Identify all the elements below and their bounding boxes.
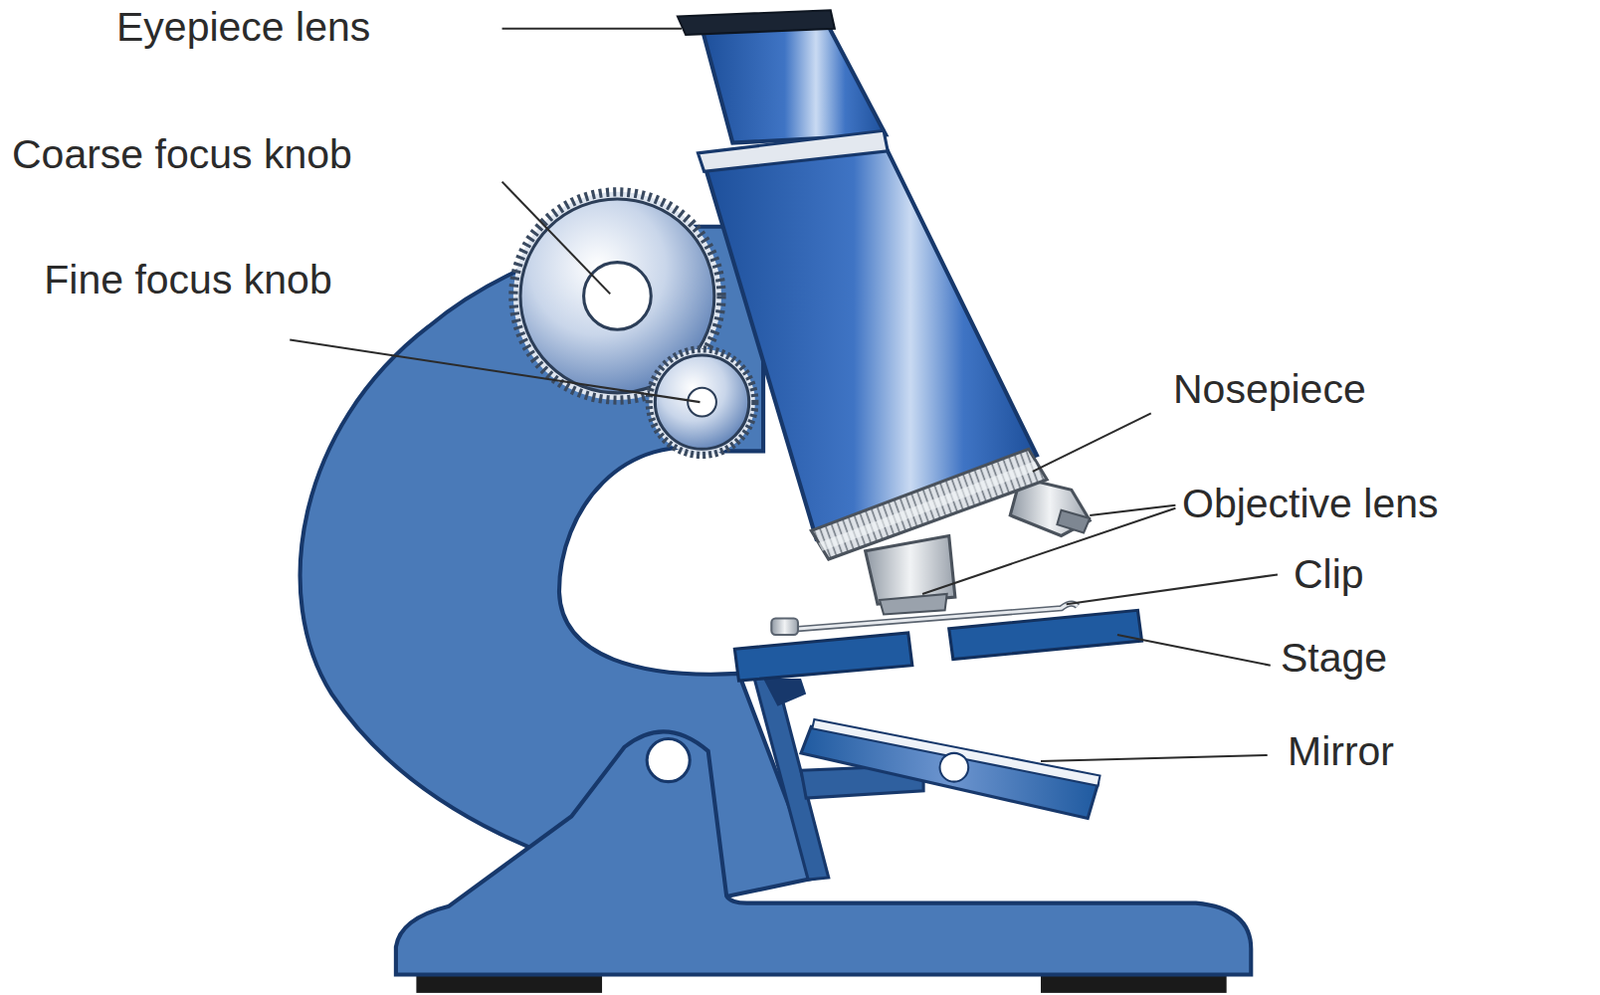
- mirror-surface: [811, 719, 1100, 787]
- part-label: Coarse focus knob: [11, 131, 353, 179]
- knob-hub: [687, 388, 717, 417]
- stage-bracket: [763, 678, 806, 707]
- knob-hub: [584, 262, 652, 331]
- part-label: Objective lens: [1182, 480, 1439, 528]
- clip-post: [771, 618, 799, 635]
- part-label: Nosepiece: [1173, 366, 1367, 413]
- leader-line: [1089, 505, 1176, 516]
- part-label: Clip: [1293, 551, 1365, 599]
- base-hole: [646, 739, 690, 783]
- base: [396, 731, 1251, 975]
- leader-line: [289, 340, 700, 403]
- objective-tip: [879, 594, 948, 615]
- tube-collar: [697, 130, 888, 172]
- stage: [734, 632, 912, 681]
- leader-line: [1040, 755, 1268, 762]
- part-label: Eyepiece lens: [116, 3, 371, 51]
- leader-lines: [289, 28, 1278, 762]
- leader-line: [1117, 634, 1271, 666]
- leader-line: [1066, 574, 1278, 604]
- part-label: Mirror: [1287, 728, 1395, 776]
- fine-focus-knob: [654, 355, 749, 449]
- leader-line: [502, 182, 611, 295]
- nosepiece: [810, 448, 1047, 560]
- eyepiece-cap: [677, 9, 835, 35]
- leader-line: [502, 27, 682, 30]
- fine-focus-knob: [648, 349, 756, 456]
- part-label: Fine focus knob: [34, 256, 342, 304]
- nosepiece-highlight: [817, 461, 1039, 552]
- part-label: Stage: [1280, 634, 1388, 682]
- leader-line: [1032, 412, 1152, 471]
- eyepiece-tube: [702, 22, 887, 144]
- mirror-pivot: [939, 753, 969, 783]
- objective-tip: [1056, 510, 1090, 534]
- leader-line: [922, 508, 1176, 595]
